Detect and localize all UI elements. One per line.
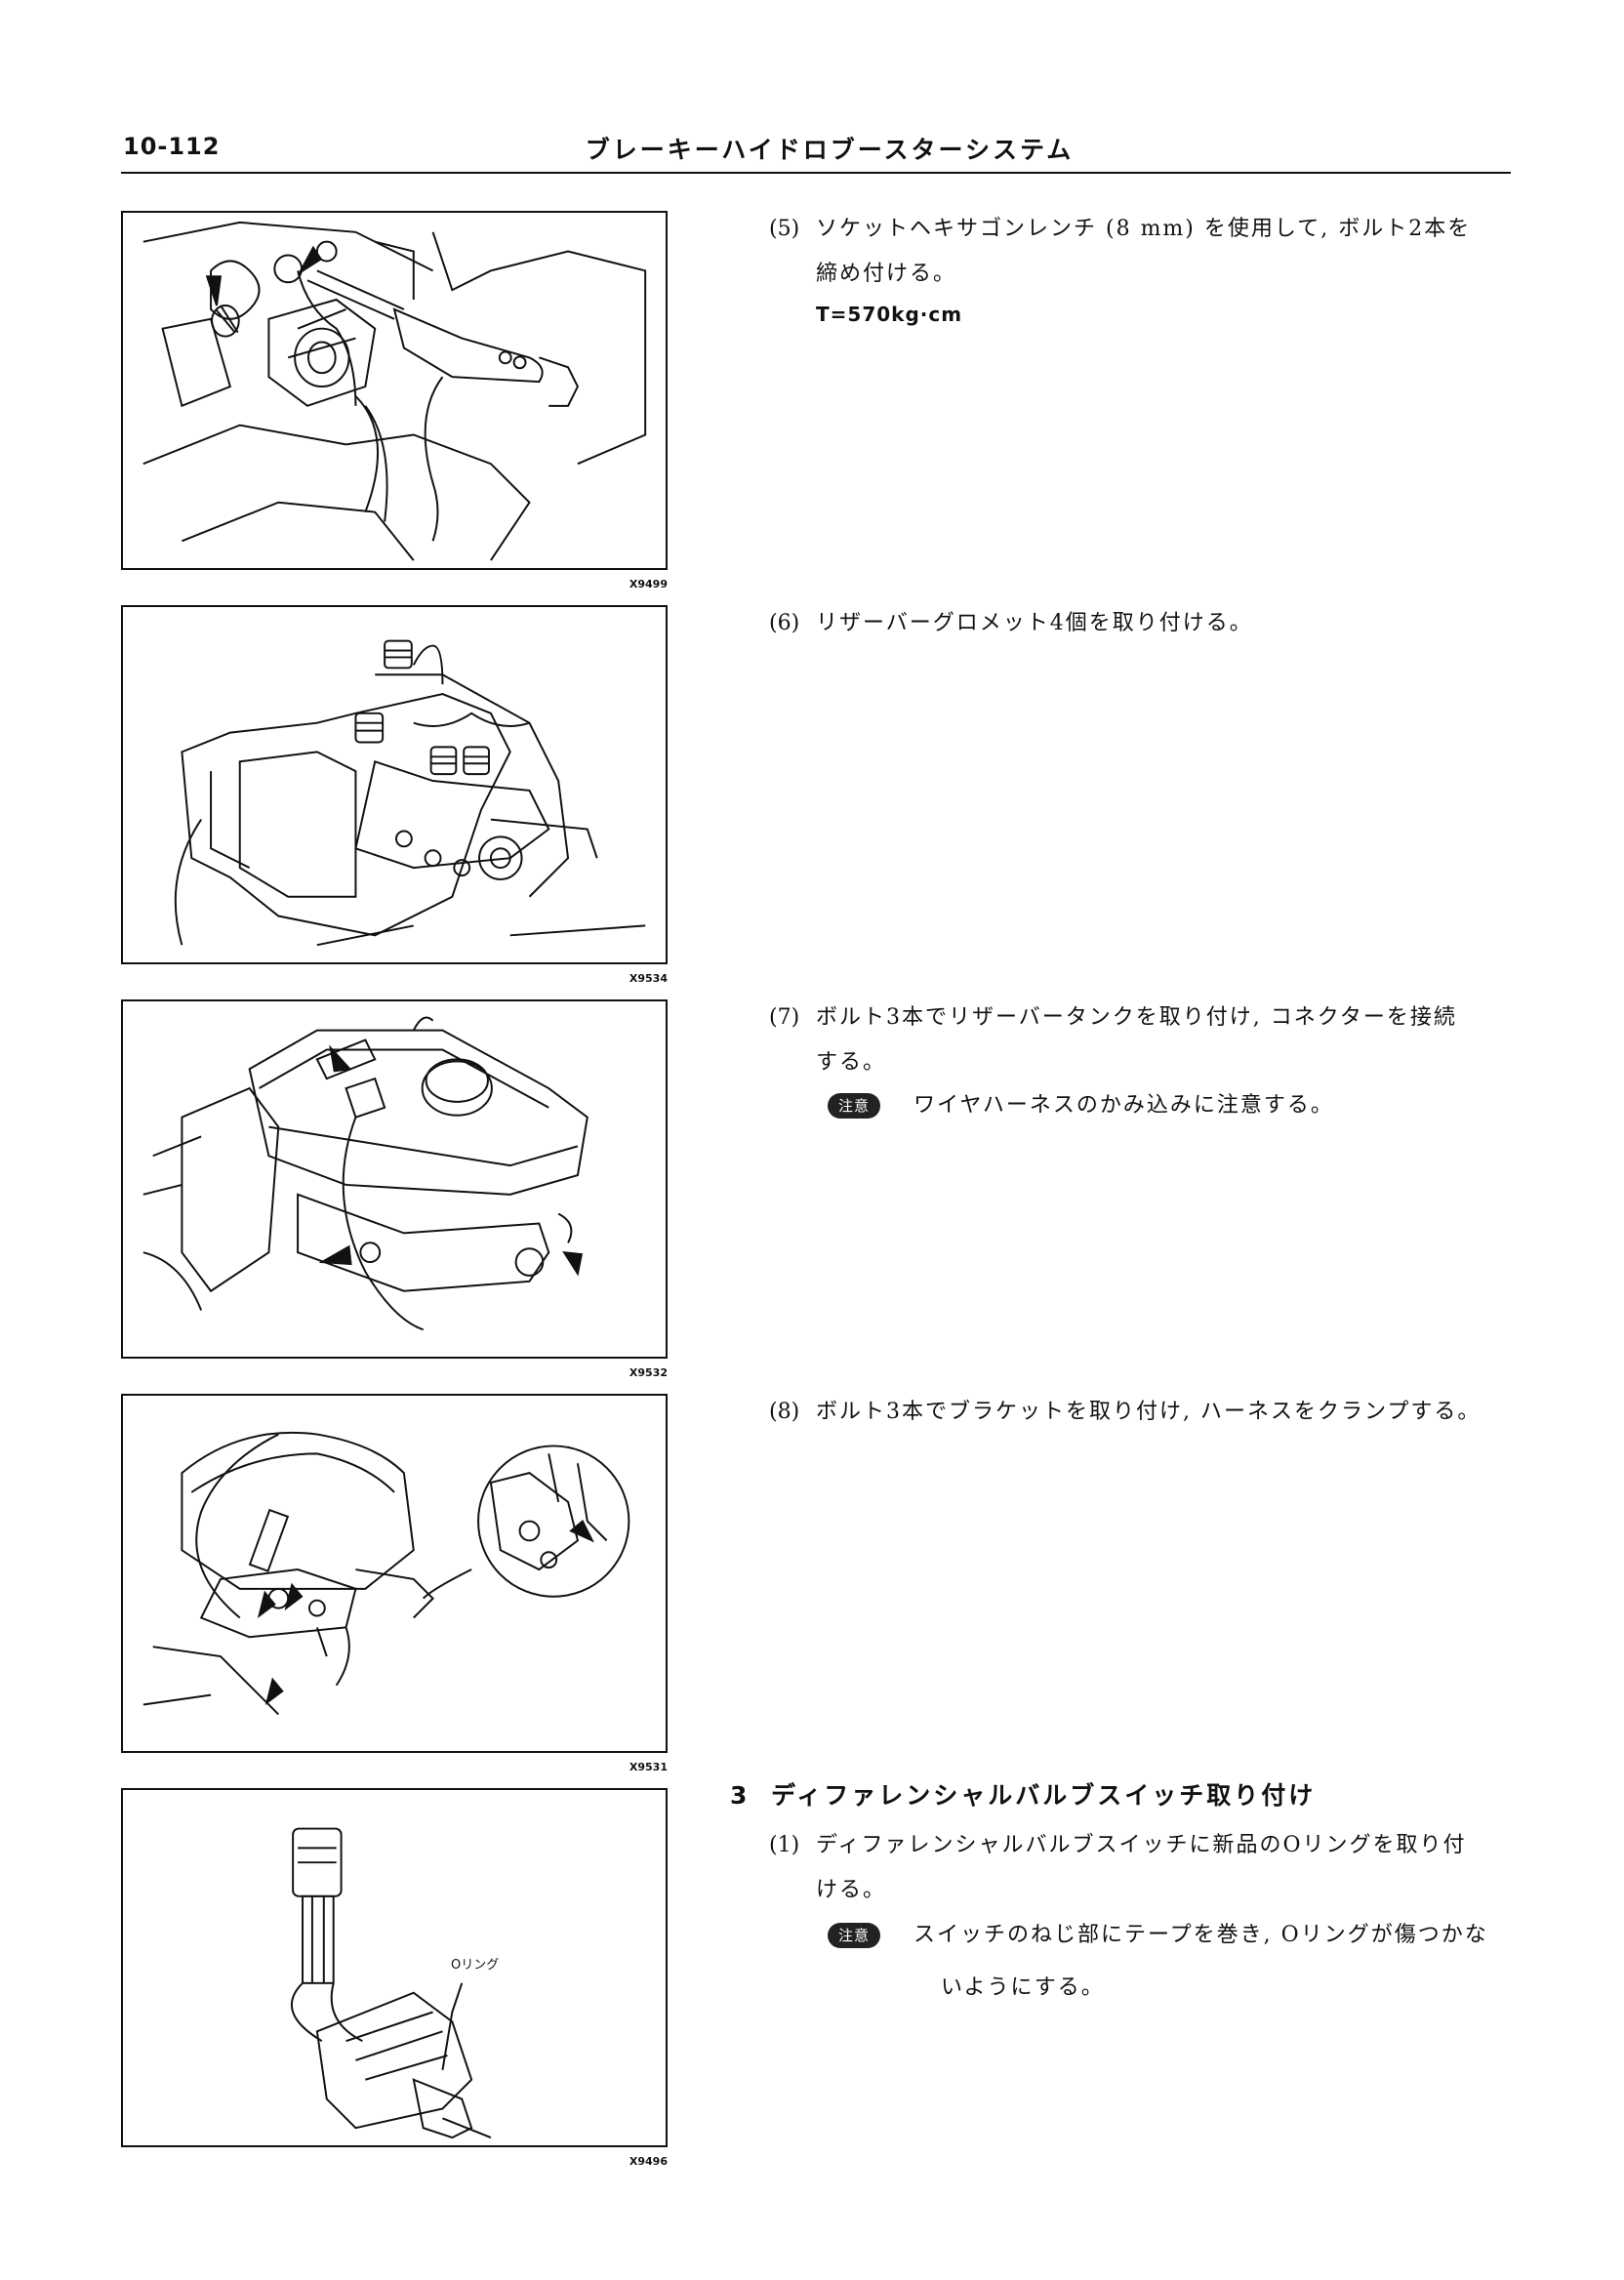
figure-bracket-harness [121,1394,668,1753]
step-number: (5) [769,217,800,241]
o-ring-label: Oリング [451,1958,500,1973]
caution-text: ワイヤハーネスのかみ込みに注意する。 [914,1093,1334,1118]
figure-code: X9534 [629,972,668,985]
step-3-1: (1) ディファレンシャルバルブスイッチに新品のOリングを取り付 ける。 [769,1823,1530,1913]
figure-reservoir-tank [121,999,668,1359]
section-title-text: ディファレンシャルバルブスイッチ取り付け [771,1781,1317,1810]
figure-grommets [121,605,668,964]
step-text: ボルト3本でブラケットを取り付け, ハーネスをクランプする。 [816,1400,1482,1424]
step-5: (5) ソケットヘキサゴンレンチ (8 mm) を使用して, ボルト2本を 締め付… [769,207,1530,297]
page-number: 10-112 [123,133,221,160]
caution-note: 注意 ワイヤハーネスのかみ込みに注意する。 [828,1083,1530,1128]
figure-valve-switch: Oリング [121,1788,668,2147]
step-text-cont: 締め付ける。 [816,262,957,286]
section-title: 3 ディファレンシャルバルブスイッチ取り付け [730,1776,1511,1812]
caution-text: スイッチのねじ部にテープを巻き, Oリングが傷つかな [914,1923,1488,1947]
step-text-cont: する。 [816,1050,887,1075]
torque-spec: T=570kg·cm [816,303,963,326]
step-number: (1) [769,1833,800,1857]
step-8: (8) ボルト3本でブラケットを取り付け, ハーネスをクランプする。 [769,1390,1530,1435]
figure-code: X9532 [629,1366,668,1379]
reservoir-tank-illustration [142,1016,589,1331]
step-text: ディファレンシャルバルブスイッチに新品のOリングを取り付 [816,1833,1467,1857]
caution-badge: 注意 [828,1093,880,1119]
page-title: ブレーキーハイドロブースターシステム [585,136,1075,164]
step-number: (7) [769,1005,800,1030]
caution-badge: 注意 [828,1923,880,1948]
figure-code: X9531 [629,1761,668,1773]
step-6: (6) リザーバーグロメット4個を取り付ける。 [769,601,1530,646]
step-text: ボルト3本でリザーバータンクを取り付け, コネクターを接続 [816,1005,1457,1030]
figure-code: X9499 [629,578,668,590]
step-text: ソケットヘキサゴンレンチ (8 mm) を使用して, ボルト2本を [816,217,1472,241]
figure-code: X9496 [629,2155,668,2168]
header-rule [121,172,1511,174]
caution-note: 注意 スイッチのねじ部にテープを巻き, Oリングが傷つかな [828,1913,1530,1958]
step-number: (8) [769,1400,800,1424]
bracket-harness-illustration [142,1431,630,1716]
engine-wrench-illustration [142,221,647,561]
step-text: リザーバーグロメット4個を取り付ける。 [816,611,1253,635]
caution-text-cont: いようにする。 [941,1975,1105,2000]
valve-switch-illustration [290,1827,492,2139]
reservoir-grommets-illustration [174,639,646,947]
section-number: 3 [730,1781,751,1810]
step-text-cont: ける。 [816,1878,887,1902]
figure-wrench-bolts [121,211,668,570]
step-number: (6) [769,611,800,635]
step-7: (7) ボルト3本でリザーバータンクを取り付け, コネクターを接続 する。 [769,996,1530,1085]
